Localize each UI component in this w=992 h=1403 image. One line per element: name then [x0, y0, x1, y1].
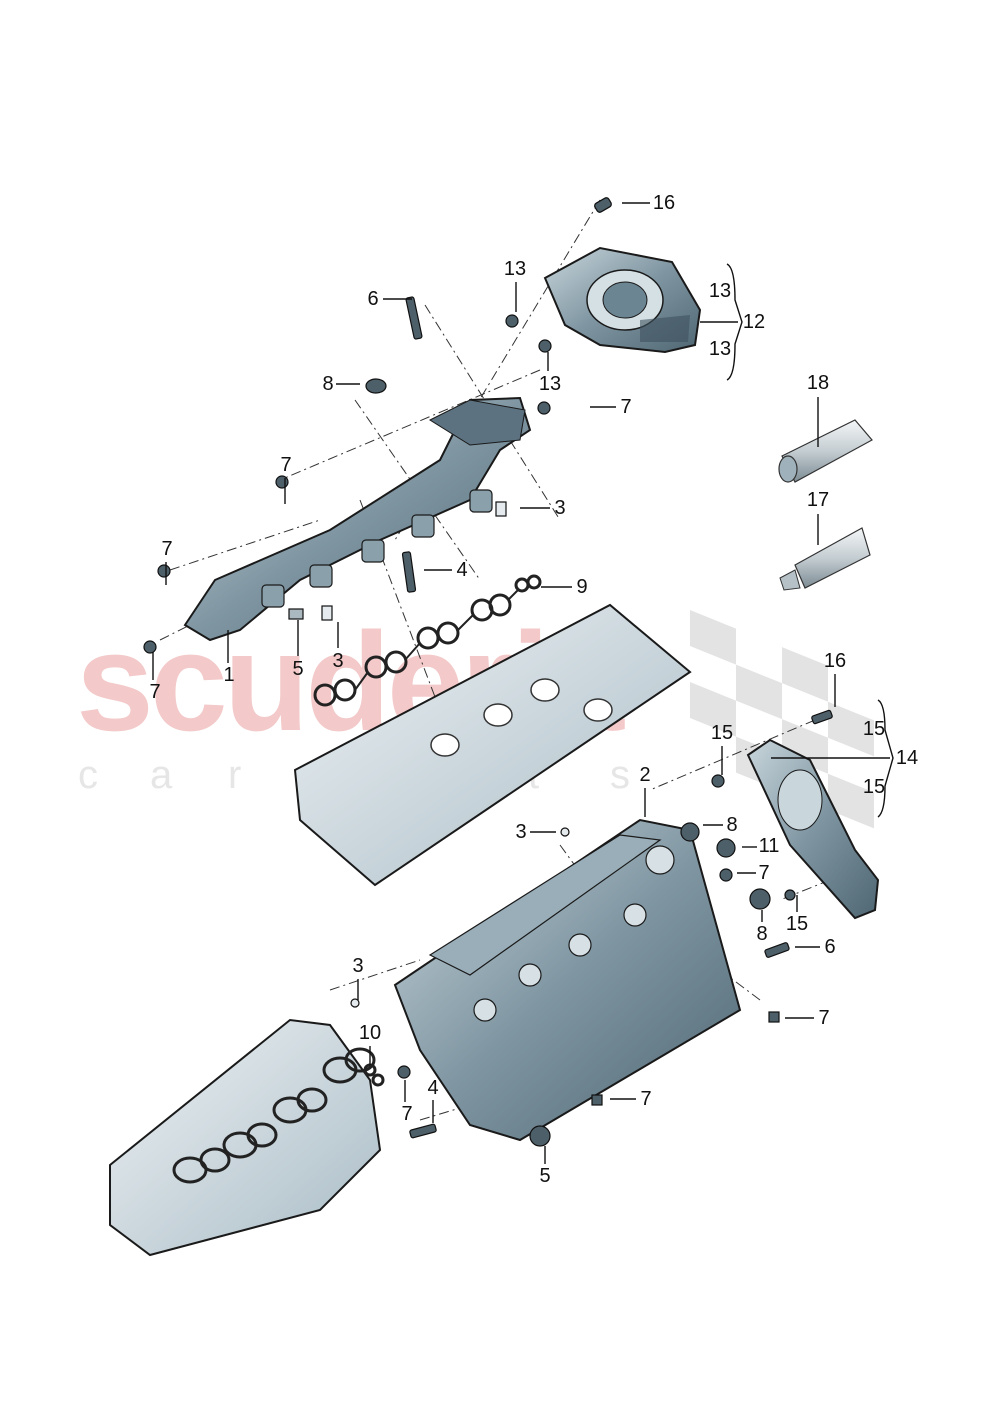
callout-4[interactable]: 4 [427, 1077, 439, 1099]
callout-8[interactable]: 8 [322, 373, 334, 395]
callout-11[interactable]: 11 [758, 835, 780, 857]
watermark-letter: r [228, 753, 242, 797]
cylinder-head-lower [109, 1018, 382, 1257]
callout-13[interactable]: 13 [708, 338, 732, 360]
callout-6[interactable]: 6 [824, 936, 836, 958]
leader-lines [152, 202, 894, 1164]
sealant-tube-part-17 [779, 527, 871, 591]
callout-5[interactable]: 5 [292, 658, 304, 680]
lower-cover-part-14 [746, 738, 880, 920]
callout-5[interactable]: 5 [539, 1165, 551, 1187]
callout-13[interactable]: 13 [503, 258, 527, 280]
callout-14[interactable]: 14 [895, 747, 919, 769]
callout-10[interactable]: 10 [358, 1022, 382, 1044]
callout-17[interactable]: 17 [806, 489, 830, 511]
callout-7[interactable]: 7 [640, 1088, 652, 1110]
callout-15[interactable]: 15 [710, 722, 734, 744]
callout-3[interactable]: 3 [352, 955, 364, 977]
callout-15[interactable]: 15 [862, 718, 886, 740]
callout-7[interactable]: 7 [161, 538, 173, 560]
callout-1[interactable]: 1 [223, 664, 235, 686]
callout-4[interactable]: 4 [456, 559, 468, 581]
gasket-part-10 [172, 1047, 385, 1184]
callout-13[interactable]: 13 [538, 373, 562, 395]
watermark-letter: s [610, 753, 630, 797]
callout-15[interactable]: 15 [785, 913, 809, 935]
callout-8[interactable]: 8 [726, 814, 738, 836]
callout-6[interactable]: 6 [367, 288, 379, 310]
callout-7[interactable]: 7 [758, 862, 770, 884]
callout-7[interactable]: 7 [401, 1103, 413, 1125]
callout-3[interactable]: 3 [515, 821, 527, 843]
watermark-letter: a [150, 753, 173, 797]
callout-16[interactable]: 16 [823, 650, 847, 672]
callout-7[interactable]: 7 [818, 1007, 830, 1029]
cylinder-head-upper [293, 603, 692, 887]
callout-7[interactable]: 7 [620, 396, 632, 418]
sealant-tube-part-18 [778, 419, 873, 483]
callout-15[interactable]: 15 [862, 776, 886, 798]
callout-13[interactable]: 13 [708, 280, 732, 302]
callout-2[interactable]: 2 [639, 764, 651, 786]
gasket-part-9 [313, 574, 542, 707]
cylinder-head-part-2 [393, 818, 742, 1142]
callout-7[interactable]: 7 [149, 681, 161, 703]
watermark-letter: c [78, 753, 98, 797]
callout-7[interactable]: 7 [280, 454, 292, 476]
callout-3[interactable]: 3 [554, 497, 566, 519]
callout-8[interactable]: 8 [756, 923, 768, 945]
callout-18[interactable]: 18 [806, 372, 830, 394]
callout-3[interactable]: 3 [332, 650, 344, 672]
callout-12[interactable]: 12 [742, 311, 766, 333]
callout-16[interactable]: 16 [652, 192, 676, 214]
small-hardware [143, 197, 833, 1147]
callout-9[interactable]: 9 [576, 576, 588, 598]
upper-cover-part-12 [543, 246, 702, 354]
camshaft-housing-part-1 [183, 396, 532, 642]
